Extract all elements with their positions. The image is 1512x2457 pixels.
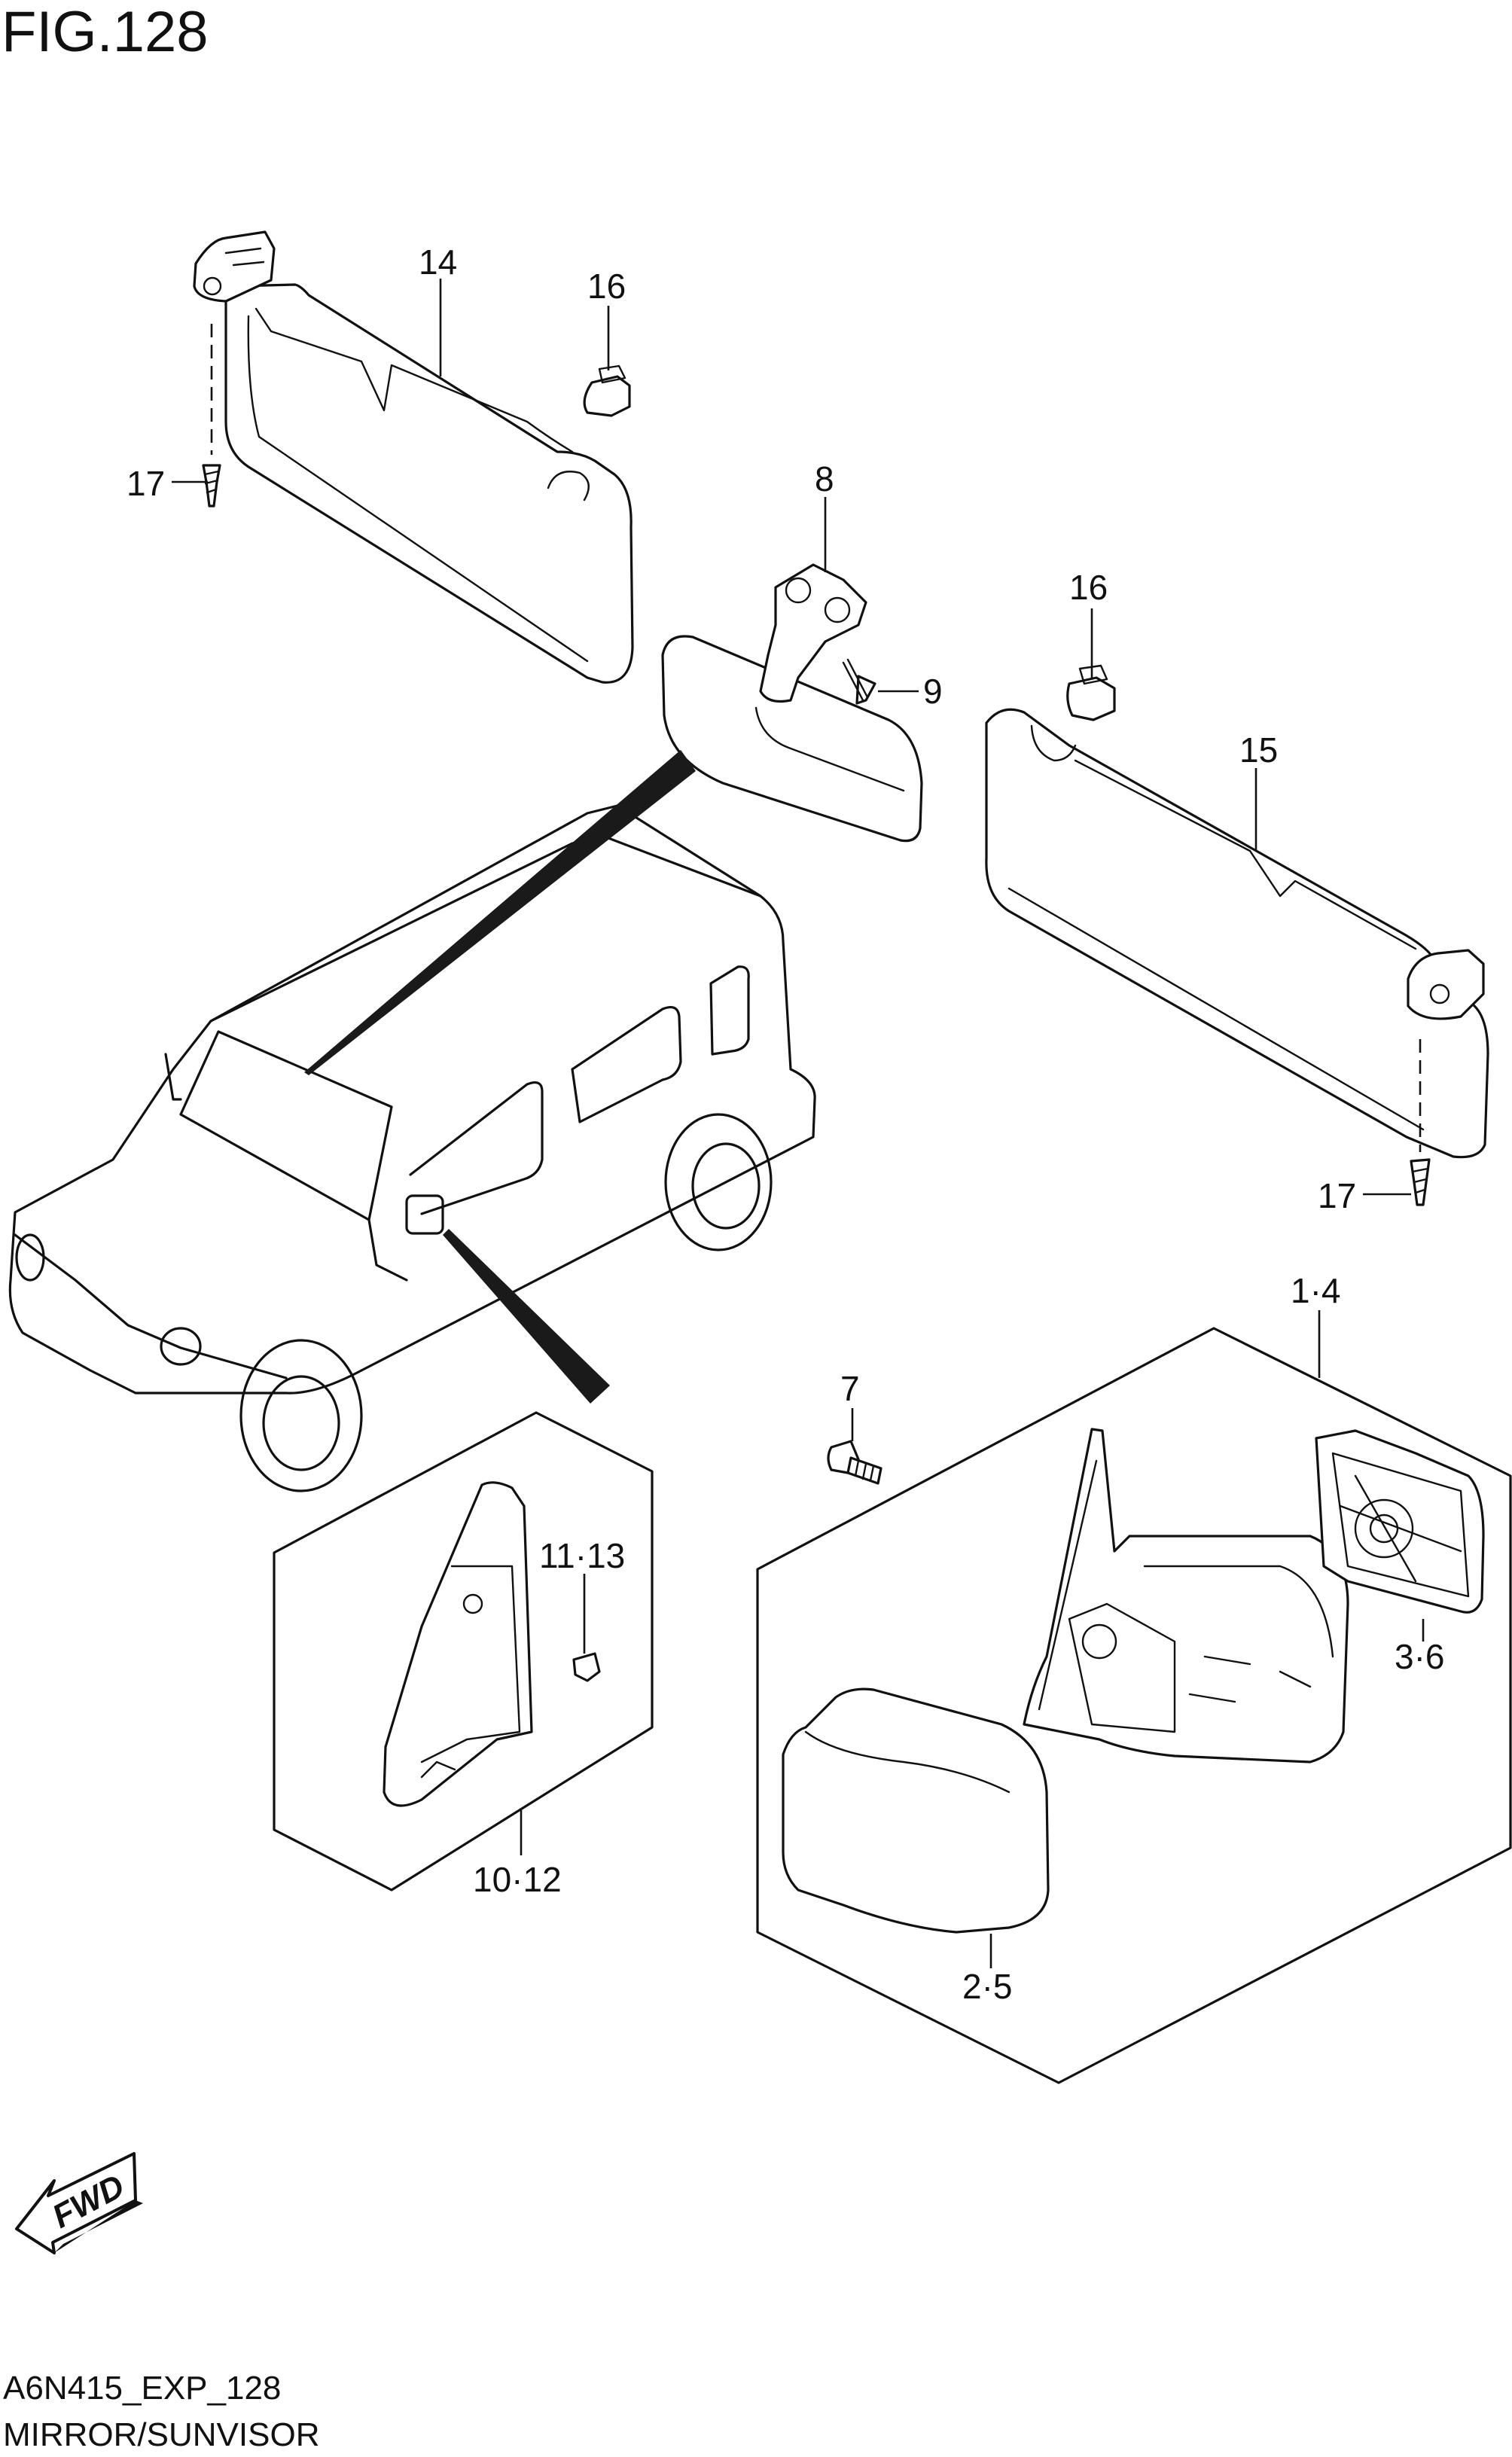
callout-15: 15 <box>1239 730 1278 770</box>
sunvisor-holder-right[interactable] <box>1066 664 1116 721</box>
outside-mirror-body[interactable] <box>1023 1428 1349 1763</box>
sun-visor-right[interactable] <box>985 708 1489 1159</box>
outside-mirror-group-frame <box>756 1327 1512 2084</box>
clip-11-13[interactable] <box>572 1652 601 1682</box>
callout-16-right: 16 <box>1069 568 1108 607</box>
callout-3-6: 3·6 <box>1395 1637 1444 1676</box>
figure-name: MIRROR/SUNVISOR <box>3 2416 319 2453</box>
mirror-glass[interactable] <box>1315 1429 1485 1614</box>
fwd-arrow-icon: FWD <box>15 2152 143 2254</box>
visor-clip-right[interactable] <box>1407 949 1485 1020</box>
figure-title: FIG.128 <box>2 0 209 64</box>
callout-2-5: 2·5 <box>962 1967 1012 2006</box>
sunvisor-holder-left[interactable] <box>583 364 631 417</box>
mirror-cover[interactable] <box>782 1687 1050 1934</box>
callout-11-13: 11·13 <box>539 1536 625 1575</box>
callout-1-4: 1·4 <box>1291 1271 1340 1310</box>
visor-clip-left[interactable] <box>193 230 276 303</box>
callout-8: 8 <box>815 459 834 498</box>
leader-lines <box>172 279 1425 1968</box>
callout-16-left: 16 <box>587 267 626 306</box>
callout-7: 7 <box>840 1369 860 1408</box>
pointer-wedge-bottom <box>443 1229 610 1404</box>
housing-group-frame <box>273 1411 654 1892</box>
mirror-stay[interactable] <box>759 563 867 703</box>
vehicle-outline <box>8 804 816 1492</box>
callout-10-12: 10·12 <box>473 1860 562 1899</box>
sun-visor-left[interactable] <box>224 283 634 684</box>
callout-9: 9 <box>923 672 943 711</box>
callout-14: 14 <box>419 242 457 282</box>
callout-17-right: 17 <box>1318 1176 1356 1215</box>
mirror-housing-inner[interactable] <box>383 1481 533 1807</box>
pointer-wedge-top <box>304 750 696 1075</box>
screw-right[interactable] <box>1410 1039 1431 1206</box>
figure-code: A6N415_EXP_128 <box>3 2370 281 2407</box>
callout-17-left: 17 <box>127 464 165 503</box>
screw-left[interactable] <box>202 324 221 508</box>
mirror-screw[interactable] <box>842 658 876 705</box>
bolt-7[interactable] <box>827 1440 883 1485</box>
